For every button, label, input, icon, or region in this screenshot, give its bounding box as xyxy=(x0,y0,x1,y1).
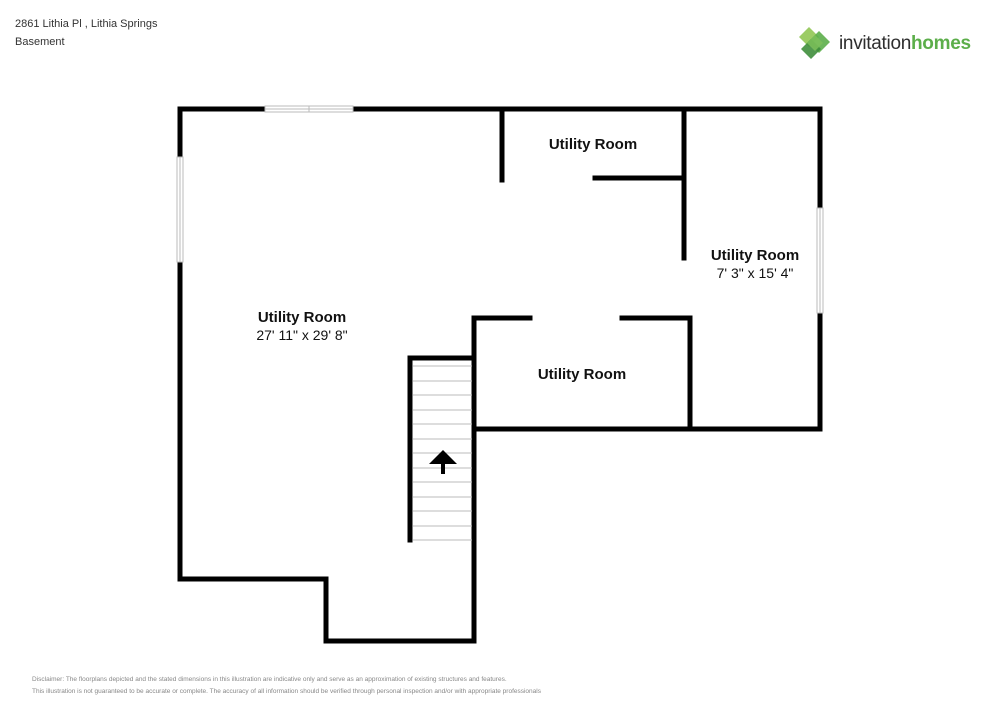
green-diamond-logo-icon xyxy=(799,27,830,59)
logo-word-invitation: invitation xyxy=(839,33,911,54)
disclaimer: Disclaimer: The floorplans depicted and … xyxy=(32,674,541,698)
room-dimensions-main: 27' 11" x 29' 8" xyxy=(256,327,348,343)
room-label-main: Utility Room xyxy=(257,309,347,326)
property-address: 2861 Lithia Pl , Lithia Springs xyxy=(15,18,158,30)
room-label-middle: Utility Room xyxy=(537,366,627,383)
interior-walls xyxy=(407,106,693,543)
room-label-top: Utility Room xyxy=(548,136,638,153)
disclaimer-line-1: Disclaimer: The floorplans depicted and … xyxy=(32,676,507,683)
windows xyxy=(176,105,824,314)
floor-name: Basement xyxy=(15,36,65,48)
property-header: 2861 Lithia Pl , Lithia Springs Basement xyxy=(15,15,157,51)
logo-word-homes: homes xyxy=(911,33,971,54)
stair-up-arrow-icon xyxy=(429,450,457,474)
outer-walls xyxy=(177,106,823,644)
logo-wordmark: invitationhomes xyxy=(839,33,971,55)
room-dimensions-right: 7' 3" x 15' 4" xyxy=(716,265,794,281)
room-label-right: Utility Room xyxy=(710,247,800,264)
invitation-homes-logo: invitationhomes xyxy=(797,25,987,63)
disclaimer-line-2: This illustration is not guaranteed to b… xyxy=(32,688,541,695)
